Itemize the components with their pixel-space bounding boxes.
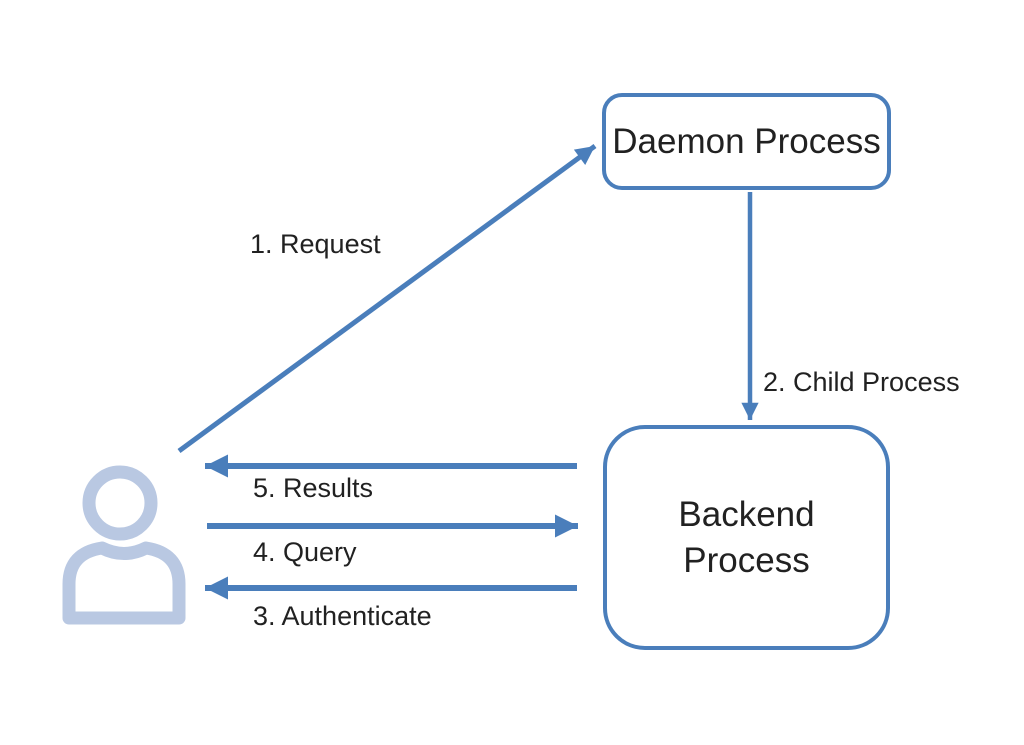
daemon-process-label: Daemon Process [612, 121, 881, 161]
request-arrow [177, 143, 597, 454]
backend-process-label: Backend Process [678, 495, 815, 580]
results-edge-label: 5. Results [253, 473, 374, 503]
daemon-process-node: Daemon Process [602, 93, 891, 190]
query-edge-label: 4. Query [253, 537, 357, 567]
child-process-edge-label: 2. Child Process [763, 367, 960, 397]
user-icon [62, 465, 186, 625]
request-edge-label: 1. Request [250, 229, 381, 259]
authenticate-edge-label: 3. Authenticate [253, 601, 432, 631]
backend-process-node: Backend Process [603, 425, 890, 650]
